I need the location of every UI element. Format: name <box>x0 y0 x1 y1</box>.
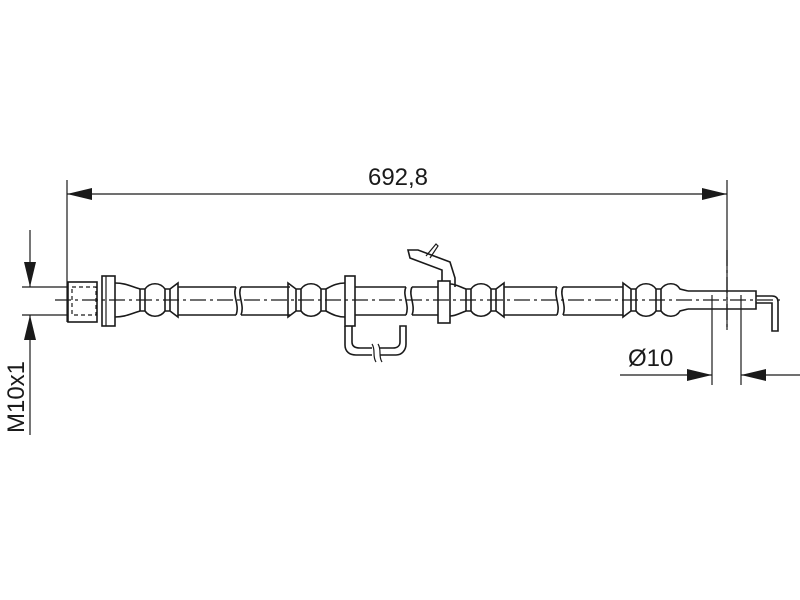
hose <box>67 243 779 363</box>
thread-label: M10x1 <box>3 361 30 433</box>
diameter-label: Ø10 <box>628 345 673 372</box>
length-dimension: 692,8 <box>66 164 728 330</box>
length-label: 692,8 <box>368 164 428 191</box>
diameter-dimension: Ø10 <box>620 295 800 385</box>
thread-dimension: M10x1 <box>3 230 68 435</box>
